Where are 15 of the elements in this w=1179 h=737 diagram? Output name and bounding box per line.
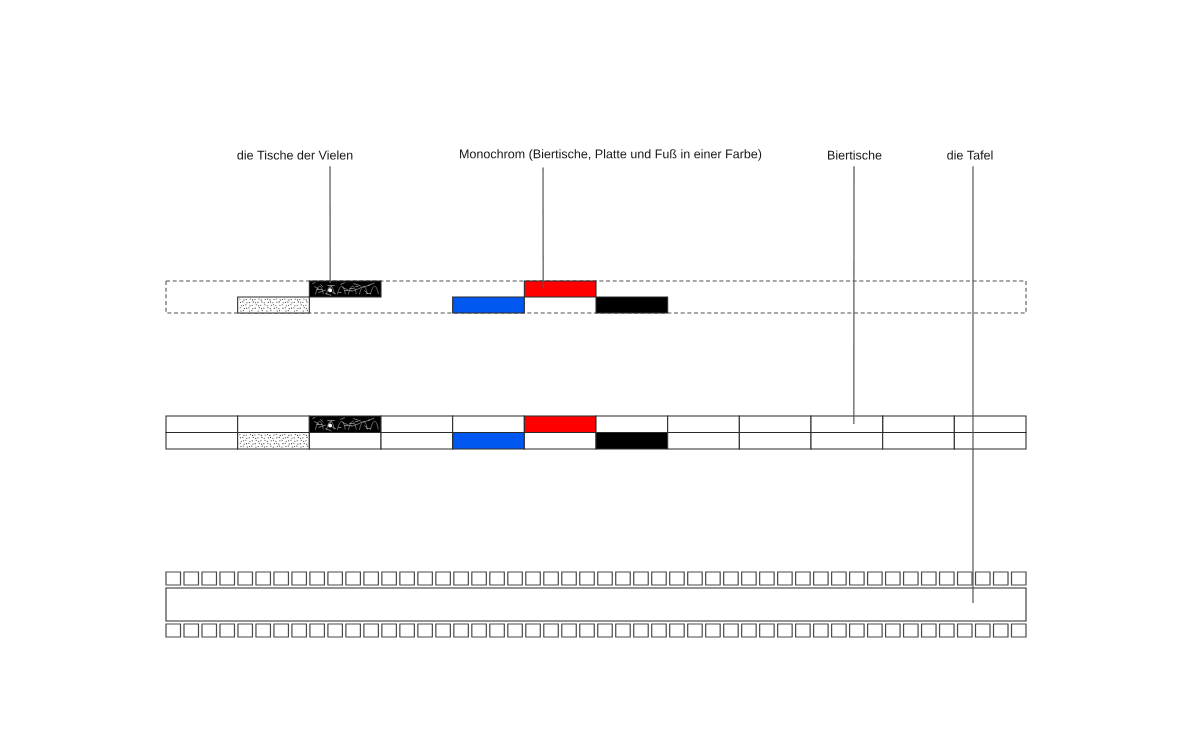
leader-line <box>853 165 855 425</box>
leader-line <box>329 165 331 284</box>
callout-label: Monochrom (Biertische, Platte und Fuß in einer Farbe) <box>460 149 762 161</box>
callout-label: die Tafel <box>947 150 993 160</box>
dotted-tile <box>237 296 310 314</box>
long-bar <box>165 587 1027 622</box>
tile <box>523 280 597 298</box>
callout-label: Biertische <box>828 150 882 160</box>
callout-label: die Tische der Vielen <box>237 150 353 160</box>
tile <box>452 296 525 314</box>
hatched-tile <box>308 280 382 298</box>
grid-cell <box>810 415 884 434</box>
leader-line <box>542 166 544 289</box>
tile <box>595 296 669 314</box>
leader-line <box>972 165 974 604</box>
